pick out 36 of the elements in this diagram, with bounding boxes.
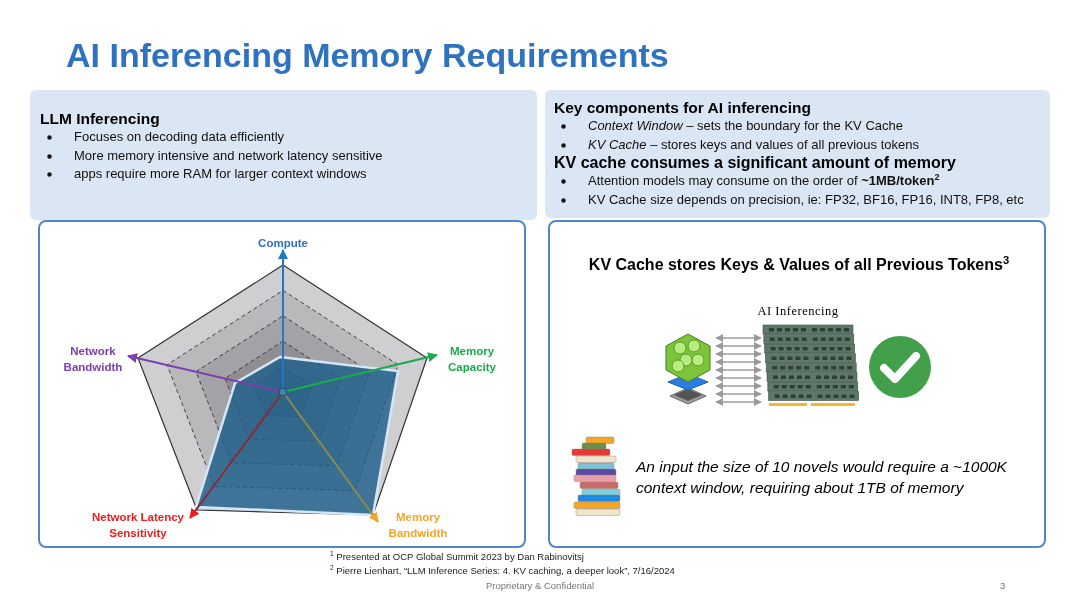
section-heading: KV cache consumes a significant amount of memory	[554, 154, 957, 172]
footnote: $^{1}$ Presented at OCP Global Summit 2023 by Dan Rabinovitsj	[330, 551, 584, 562]
bullet-text: KV Cache size depends on precision, ie: FP32, BF16, FP16, INT8, FP8, etc	[554, 190, 1042, 209]
bullet-text: Focuses on decoding data efficiently	[40, 128, 527, 147]
axis-label: Compute	[257, 236, 309, 251]
double-arrow	[715, 334, 762, 342]
bullet-text: Context Window – sets the boundary for the KV Cache	[554, 117, 1042, 136]
content-panel	[548, 220, 1046, 548]
bullet-text: apps require more RAM for larger context windows	[40, 165, 527, 184]
page-number: 3	[1000, 580, 1006, 591]
axis-label: Network Bandwidth	[62, 344, 124, 375]
double-arrow	[715, 358, 762, 366]
bullet-text: Attention models may consume on the order of ~1MB/token$^{2}$	[554, 172, 1042, 191]
section-heading: Key components for AI inferencing	[554, 99, 812, 117]
double-arrow	[715, 366, 762, 374]
double-arrow	[715, 398, 762, 406]
double-arrow	[715, 382, 762, 390]
double-arrow	[715, 350, 762, 358]
bullet-text: KV Cache – stores keys and values of all previous tokens	[554, 135, 1042, 154]
slide-title: AI Inferencing Memory Requirements	[66, 36, 669, 75]
note-text: An input the size of 10 novels would require a ~1000K context window, requiring about 1TB of memory	[636, 457, 1008, 498]
double-arrow	[715, 374, 762, 382]
footnote: $^{2}$ Pierre Lienhart, “LLM Inference Series: 4. KV caching, a deeper look”, 7/16/2024	[330, 565, 675, 576]
info-panel	[545, 90, 1050, 218]
panel-heading: KV Cache stores Keys & Values of all Previous Tokens$^{3}$	[587, 256, 1011, 274]
double-arrow	[715, 342, 762, 350]
axis-label: Memory Capacity	[447, 344, 497, 375]
section-heading: LLM Inferencing	[40, 110, 161, 128]
axis-label: Memory Bandwidth	[387, 510, 449, 541]
double-arrow	[715, 390, 762, 398]
confidentiality-note: Proprietary & Confidential	[484, 580, 596, 591]
info-panel	[30, 90, 537, 220]
memory-modules-picture	[763, 325, 861, 408]
axis-label: Network Latency Sensitivity	[91, 510, 185, 541]
drawing-caption: AI Inferencing	[756, 304, 840, 319]
bullet-text: More memory intensive and network latency sensitive	[40, 146, 527, 165]
